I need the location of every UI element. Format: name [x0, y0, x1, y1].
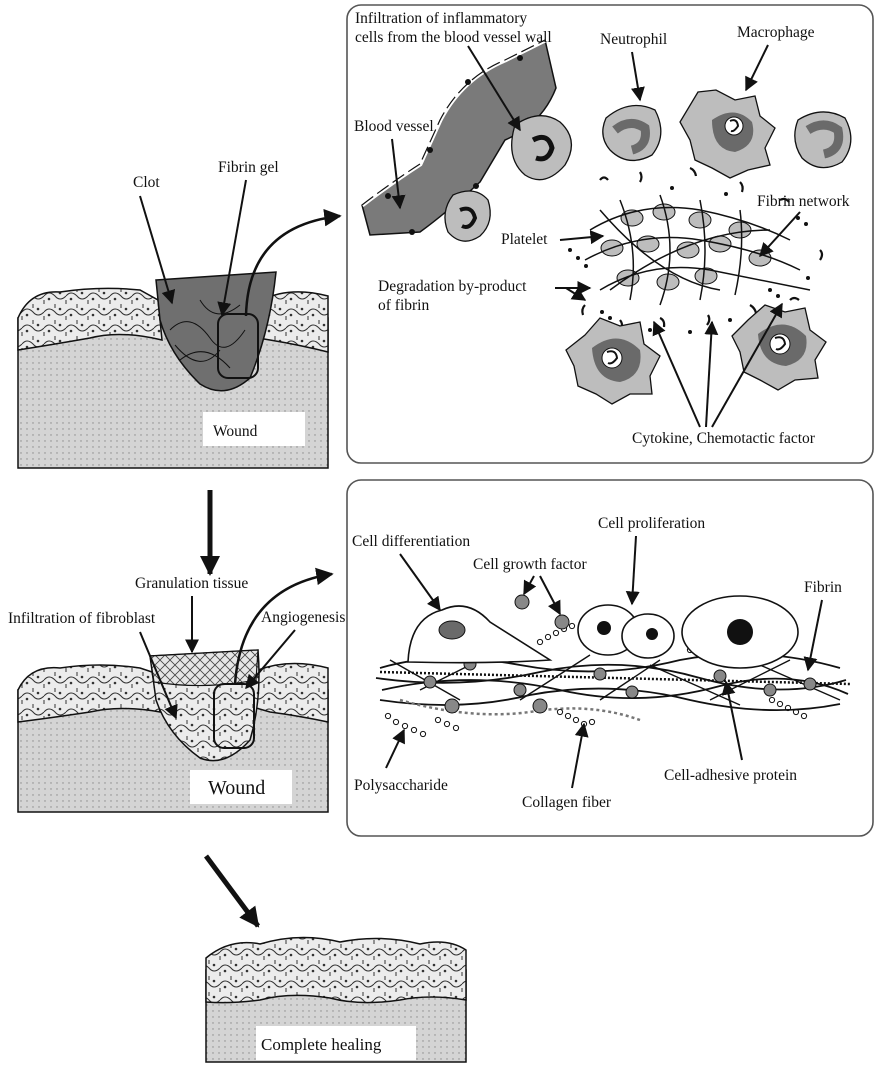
stage2-wound-label: Wound — [208, 777, 265, 799]
complete-healing-label: Complete healing — [261, 1035, 382, 1054]
progression-arrow-2 — [206, 856, 258, 926]
clot-label: Clot — [133, 174, 160, 191]
platelet-label: Platelet — [501, 231, 548, 248]
granulation-tissue-label: Granulation tissue — [135, 575, 248, 592]
neutrophil-label: Neutrophil — [600, 31, 667, 48]
fibrin-label: Fibrin — [804, 579, 842, 596]
neutrophil-cell-2 — [795, 112, 851, 168]
fibrin-network-label: Fibrin network — [757, 193, 850, 210]
cell-adhesive-protein-label: Cell-adhesive protein — [664, 767, 797, 784]
degradation-label-line1: Degradation by-product — [378, 278, 527, 295]
fibrin-gel-label: Fibrin gel — [218, 159, 279, 176]
stage2-wound-illustration — [18, 650, 328, 812]
cell-growth-factor-label: Cell growth factor — [473, 556, 587, 573]
angiogenesis-label: Angiogenesis — [261, 609, 345, 626]
cell-proliferation-label: Cell proliferation — [598, 515, 705, 532]
infiltration-label-line1: Infiltration of inflammatory — [355, 10, 527, 27]
degradation-label-line2: of fibrin — [378, 297, 429, 314]
stage1-wound-label: Wound — [213, 423, 258, 440]
infiltration-fibroblast-label: Infiltration of fibroblast — [8, 610, 156, 627]
neutrophil-cell — [603, 106, 661, 161]
collagen-fiber-label: Collagen fiber — [522, 794, 612, 811]
cell-differentiation-label: Cell differentiation — [352, 533, 470, 550]
infiltration-label-line2: cells from the blood vessel wall — [355, 29, 552, 46]
stage1-wound-illustration — [18, 272, 328, 468]
cytokine-label: Cytokine, Chemotactic factor — [632, 430, 816, 447]
blood-vessel-label: Blood vessel — [354, 118, 434, 135]
macrophage-label: Macrophage — [737, 24, 815, 41]
polysaccharide-label: Polysaccharide — [354, 777, 448, 794]
